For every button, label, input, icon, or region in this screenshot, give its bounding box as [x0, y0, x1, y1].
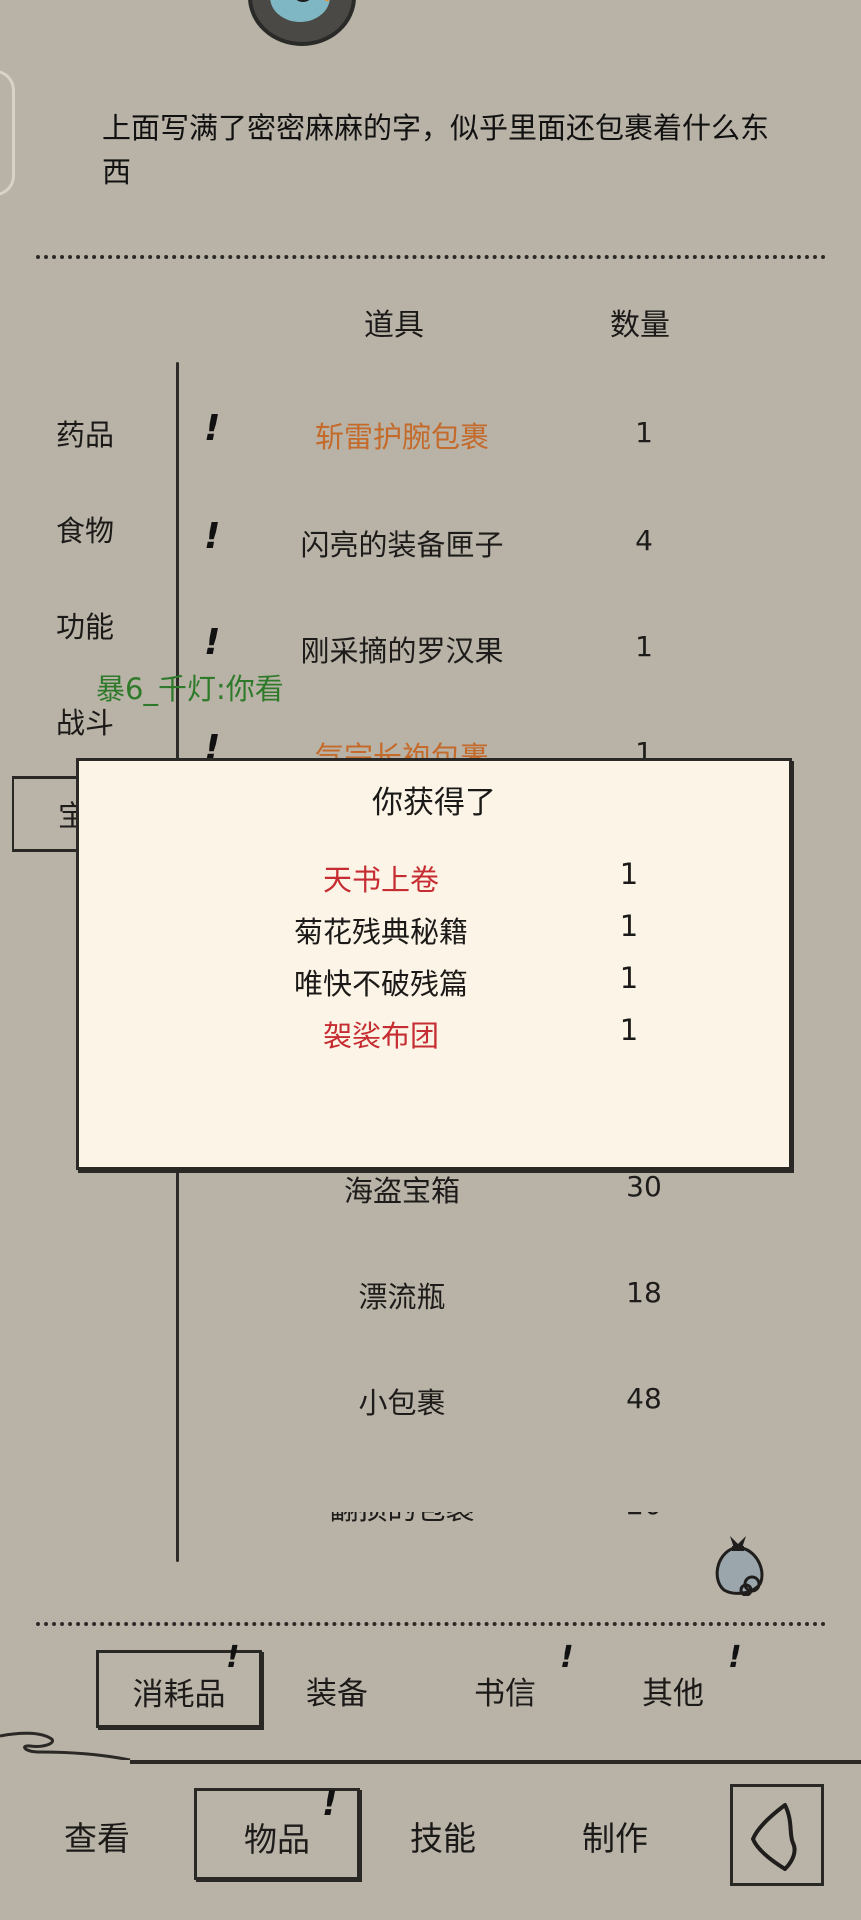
alert-mark: !: [226, 1640, 240, 1675]
category-tab-function[interactable]: 功能: [56, 610, 115, 644]
item-name: 小包裹: [358, 1386, 446, 1420]
sub-tab-consumables-label: 消耗品: [132, 1677, 226, 1713]
alert-mark: !: [204, 516, 221, 557]
alert-mark: !: [560, 1640, 574, 1675]
item-name: 漂流瓶: [358, 1280, 446, 1314]
reward-count: 1: [619, 857, 639, 891]
main-tab-items-label: 物品: [244, 1820, 310, 1859]
ink-scribble-decoration: [0, 1731, 131, 1760]
sub-tab-other[interactable]: 其他: [642, 1676, 704, 1712]
main-tab-items[interactable]: 物品: [194, 1788, 360, 1880]
back-arrow-icon: [751, 1803, 797, 1871]
chat-message[interactable]: 暴6_千灯:你看: [96, 672, 284, 706]
item-name: 刚采摘的罗汉果: [300, 634, 504, 668]
item-name: 海盗宝箱: [343, 1174, 460, 1208]
column-header-item: 道具: [364, 308, 424, 343]
reward-name: 袈裟布团: [322, 1019, 439, 1053]
category-tab-medicine[interactable]: 药品: [56, 418, 115, 452]
alert-mark: !: [322, 1784, 338, 1824]
reward-name: 天书上卷: [322, 863, 439, 897]
main-tab-craft[interactable]: 制作: [582, 1819, 648, 1858]
sub-tab-equipment[interactable]: 装备: [306, 1676, 368, 1712]
character-avatar[interactable]: [248, 0, 356, 46]
alert-mark: !: [204, 622, 221, 663]
item-count: 4: [635, 524, 653, 557]
list-clip-mask: [220, 1486, 680, 1512]
item-name: 闪亮的装备匣子: [300, 528, 504, 562]
item-count: 48: [626, 1382, 662, 1415]
item-count: 18: [626, 1276, 662, 1309]
item-name: 斩雷护腕包裹: [314, 420, 489, 454]
popup-title: 你获得了: [372, 785, 496, 821]
reward-count: 1: [619, 961, 639, 995]
reward-count: 1: [619, 1013, 639, 1047]
avatar-face: [270, 0, 330, 22]
alert-mark: !: [728, 1640, 742, 1675]
column-header-count: 数量: [610, 308, 670, 343]
dotted-divider-bottom: [36, 1622, 826, 1626]
sub-tab-letters[interactable]: 书信: [474, 1676, 536, 1712]
item-count: 1: [635, 416, 653, 449]
main-tab-skills[interactable]: 技能: [410, 1819, 476, 1858]
reward-count: 1: [619, 909, 639, 943]
sub-tab-consumables[interactable]: 消耗品: [96, 1650, 262, 1728]
category-tab-combat[interactable]: 战斗: [56, 706, 115, 740]
dotted-divider-top: [36, 255, 826, 259]
back-button[interactable]: [730, 1784, 824, 1886]
panel-edge-decoration: [0, 70, 15, 196]
reward-name: 菊花残典秘籍: [293, 915, 468, 949]
coin-bag-icon[interactable]: [708, 1530, 768, 1596]
reward-name: 唯快不破残篇: [293, 967, 468, 1001]
bottom-divider: [130, 1760, 861, 1764]
alert-mark: !: [204, 408, 221, 449]
main-tab-view[interactable]: 查看: [64, 1819, 130, 1858]
item-description: 上面写满了密密麻麻的字，似乎里面还包裹着什么东西: [102, 111, 770, 189]
reward-popup[interactable]: 你获得了 天书上卷 1 菊花残典秘籍 1 唯快不破残篇 1 袈裟布团 1: [76, 758, 792, 1170]
item-count: 1: [635, 630, 653, 663]
item-count: 30: [626, 1170, 662, 1203]
category-tab-food[interactable]: 食物: [56, 514, 115, 548]
